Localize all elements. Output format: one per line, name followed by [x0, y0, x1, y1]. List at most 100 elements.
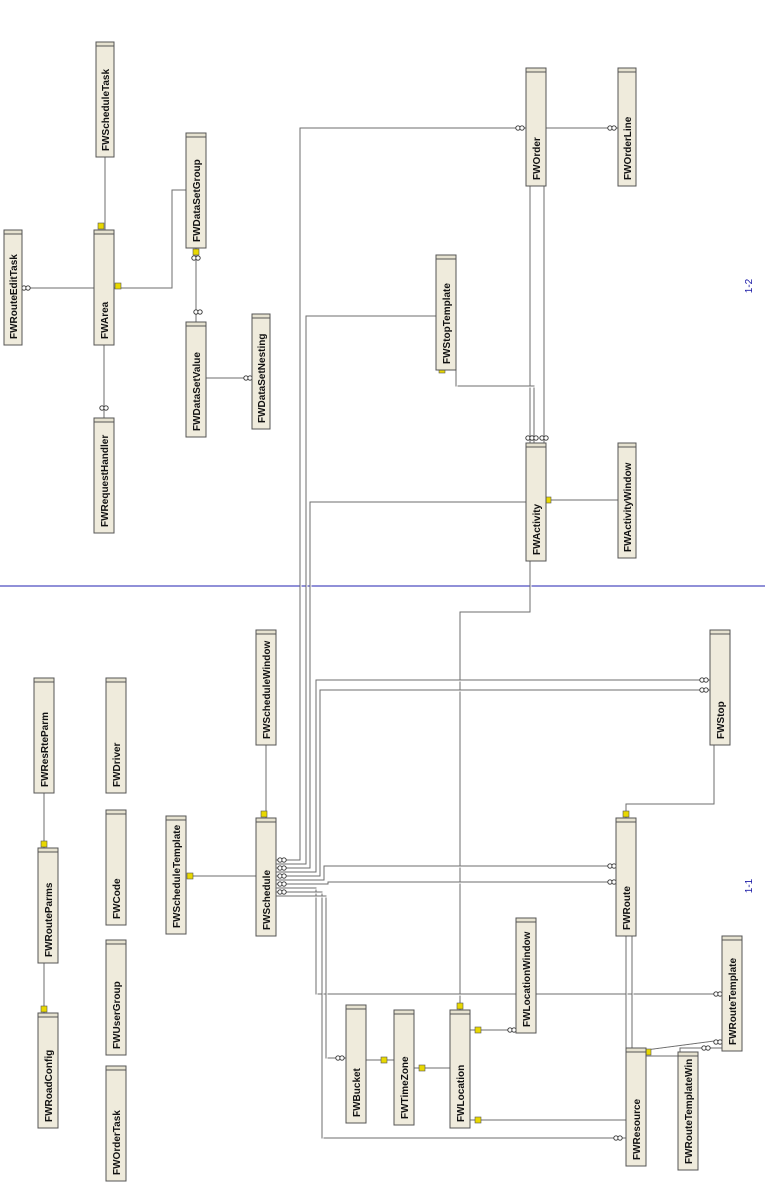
- table-fwlocation-window[interactable]: FWLocationWindow: [515, 917, 537, 1034]
- table-header-strip: [617, 442, 637, 448]
- table-fwstop-template[interactable]: FWStopTemplate: [435, 254, 457, 371]
- table-fwroute-parms[interactable]: FWRouteParms: [37, 847, 59, 964]
- table-header-strip: [617, 67, 637, 73]
- table-header-strip: [251, 313, 271, 319]
- table-header-strip: [449, 1009, 471, 1015]
- table-fwroad-config[interactable]: FWRoadConfig: [37, 1012, 59, 1129]
- table-fwdriver[interactable]: FWDriver: [105, 677, 127, 794]
- table-header-strip: [625, 1047, 647, 1053]
- key-icon: [456, 1002, 464, 1010]
- table-fwarea[interactable]: FWArea: [93, 229, 115, 346]
- key-icon: [622, 810, 630, 818]
- table-fwschedule-template[interactable]: FWScheduleTemplate: [165, 815, 187, 935]
- table-fwschedule-task[interactable]: FWScheduleTask: [95, 41, 115, 158]
- relationship-line: [114, 189, 186, 289]
- table-name: FWScheduleTask: [101, 69, 112, 151]
- table-header-strip: [105, 939, 127, 945]
- relationship-line-highlight: [277, 866, 617, 882]
- many-marker-icon: [607, 863, 617, 869]
- table-fwschedule[interactable]: FWSchedule: [255, 817, 277, 937]
- relationship-line-highlight: [277, 502, 527, 870]
- table-header-strip: [165, 815, 187, 821]
- table-header-strip: [95, 41, 115, 47]
- table-fwlocation[interactable]: FWLocation: [449, 1009, 471, 1129]
- table-header-strip: [525, 67, 547, 73]
- table-fwuser-group[interactable]: FWUserGroup: [105, 939, 127, 1056]
- relationship-line-highlight: [460, 562, 532, 1011]
- relationship-line: [276, 865, 616, 881]
- table-name: FWSchedule: [262, 870, 273, 930]
- table-name: FWRouteEditTask: [9, 254, 20, 339]
- table-fwroute-edit-task[interactable]: FWRouteEditTask: [3, 229, 23, 346]
- many-marker-icon: [613, 1135, 623, 1141]
- table-fwdata-set-value[interactable]: FWDataSetValue: [185, 321, 207, 438]
- table-header-strip: [185, 321, 207, 327]
- table-fwrequest-handler[interactable]: FWRequestHandler: [93, 417, 115, 534]
- table-name: FWRoute: [622, 886, 633, 930]
- many-marker-icon: [607, 125, 617, 131]
- table-header-strip: [255, 817, 277, 823]
- table-header-strip: [615, 817, 637, 823]
- table-fwbucket[interactable]: FWBucket: [345, 1004, 367, 1124]
- table-fworder[interactable]: FWOrder: [525, 67, 547, 187]
- table-fworder-line[interactable]: FWOrderLine: [617, 67, 637, 187]
- table-header-strip: [105, 677, 127, 683]
- relationship-line-highlight: [646, 1040, 724, 1052]
- relationship-line-highlight: [277, 888, 723, 996]
- table-header-strip: [515, 917, 537, 923]
- table-header-strip: [255, 629, 277, 635]
- table-fwactivity[interactable]: FWActivity: [525, 442, 547, 562]
- table-fwres-rte-parm[interactable]: FWResRteParm: [33, 677, 55, 794]
- table-name: FWLocationWindow: [522, 931, 533, 1027]
- table-fworder-task[interactable]: FWOrderTask: [105, 1065, 127, 1182]
- many-marker-icon: [277, 865, 287, 871]
- table-fwstop[interactable]: FWStop: [709, 629, 731, 746]
- table-fwschedule-window[interactable]: FWScheduleWindow: [255, 629, 277, 746]
- many-marker-icon: [507, 1027, 517, 1033]
- table-name: FWOrderTask: [112, 1110, 123, 1175]
- many-marker-icon: [515, 125, 525, 131]
- key-icon: [474, 1026, 482, 1034]
- table-fwresource[interactable]: FWResource: [625, 1047, 647, 1167]
- many-marker-icon: [699, 687, 709, 693]
- table-header-strip: [709, 629, 731, 635]
- table-header-strip: [435, 254, 457, 260]
- relationship-line: [276, 127, 526, 861]
- table-name: FWBucket: [352, 1067, 363, 1117]
- key-icon: [418, 1064, 426, 1072]
- table-header-strip: [37, 1012, 59, 1018]
- table-header-strip: [37, 847, 59, 853]
- key-icon: [260, 810, 268, 818]
- table-name: FWRouteParms: [44, 882, 55, 957]
- key-icon: [474, 1116, 482, 1124]
- table-name: FWRoadConfig: [44, 1050, 55, 1122]
- page-label-left: 1-2: [744, 278, 755, 293]
- table-name: FWCode: [112, 878, 123, 919]
- relationship-line-highlight: [115, 190, 187, 290]
- table-name: FWScheduleTemplate: [172, 824, 183, 928]
- relationship-line-highlight: [277, 128, 527, 862]
- table-fwroute-template[interactable]: FWRouteTemplate: [721, 935, 743, 1052]
- table-fwcode[interactable]: FWCode: [105, 809, 127, 926]
- table-fwtime-zone[interactable]: FWTimeZone: [393, 1009, 415, 1126]
- key-icon: [114, 282, 122, 290]
- relationship-line-highlight: [277, 882, 617, 886]
- table-name: FWDataSetNesting: [257, 334, 268, 423]
- table-fwactivity-window[interactable]: FWActivityWindow: [617, 442, 637, 559]
- table-name: FWTimeZone: [400, 1056, 411, 1119]
- page-label-right: 1-1: [744, 878, 755, 893]
- many-marker-icon: [713, 991, 723, 997]
- many-marker-icon: [277, 889, 287, 895]
- key-icon: [192, 248, 200, 256]
- relationship-line: [645, 1039, 723, 1051]
- key-icon: [186, 872, 194, 880]
- table-name: FWArea: [100, 301, 111, 339]
- table-fwroute[interactable]: FWRoute: [615, 817, 637, 937]
- table-fwdata-set-group[interactable]: FWDataSetGroup: [185, 132, 207, 249]
- key-icon: [380, 1056, 388, 1064]
- table-fwroute-template-win[interactable]: FWRouteTemplateWin: [677, 1051, 699, 1171]
- table-fwdata-set-nesting[interactable]: FWDataSetNesting: [251, 313, 271, 430]
- many-marker-icon: [701, 1045, 711, 1051]
